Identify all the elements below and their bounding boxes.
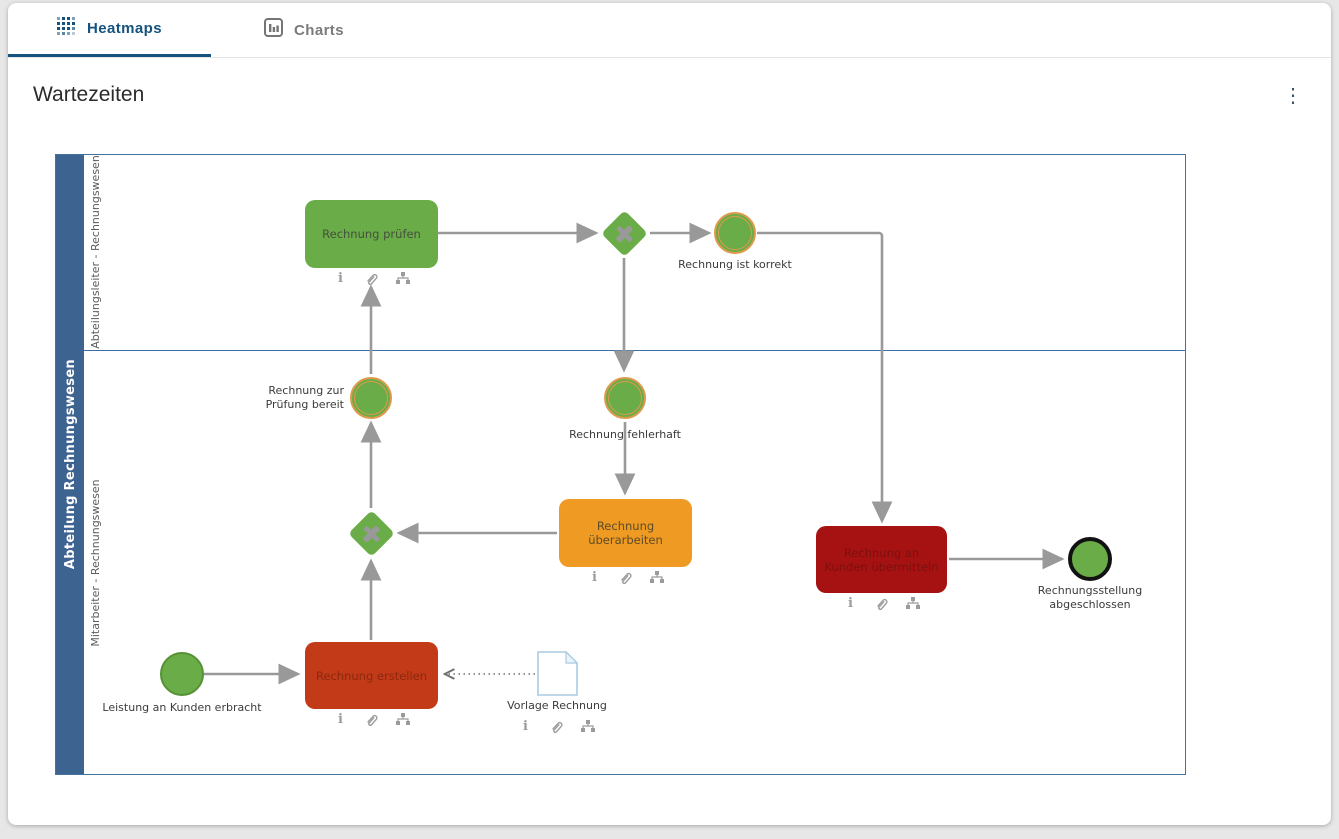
hierarchy-icon[interactable] xyxy=(395,713,410,727)
task-erstellen-icon-row: i xyxy=(305,712,438,727)
task-label: Rechnung prüfen xyxy=(322,227,421,241)
attachment-icon[interactable] xyxy=(619,571,633,585)
gateway-exclusive-top[interactable] xyxy=(600,209,648,257)
event-label: Rechnungsstellung abgeschlossen xyxy=(1037,584,1143,611)
task-label: Rechnung überarbeiten xyxy=(588,519,663,547)
task-rechnung-ueberarbeiten[interactable]: Rechnung überarbeiten xyxy=(559,499,692,567)
tab-heatmaps[interactable]: Heatmaps xyxy=(8,3,211,57)
info-icon[interactable]: i xyxy=(338,271,343,286)
task-rechnung-pruefen[interactable]: Rechnung prüfen xyxy=(305,200,438,268)
gateway-exclusive-bottom[interactable] xyxy=(347,509,395,557)
hierarchy-icon[interactable] xyxy=(395,272,410,286)
task-uebermitteln-icon-row: i xyxy=(816,596,947,611)
task-rechnung-erstellen[interactable]: Rechnung erstellen xyxy=(305,642,438,709)
task-pruefen-icon-row: i xyxy=(305,271,438,286)
event-rechnung-zur-pruefung-bereit[interactable] xyxy=(350,377,392,419)
event-rechnung-fehlerhaft[interactable] xyxy=(604,377,646,419)
hierarchy-icon[interactable] xyxy=(580,720,595,734)
tab-bar: Heatmaps Charts xyxy=(8,3,1331,58)
attachment-icon[interactable] xyxy=(875,597,889,611)
attachment-icon[interactable] xyxy=(365,272,379,286)
task-label: Rechnung erstellen xyxy=(315,668,428,683)
hierarchy-icon[interactable] xyxy=(905,597,920,611)
event-label: Rechnung zur Prüfung bereit xyxy=(265,384,344,411)
hierarchy-icon[interactable] xyxy=(649,571,664,585)
info-icon[interactable]: i xyxy=(523,719,528,734)
event-label: Rechnung fehlerhaft xyxy=(569,428,681,441)
content-card: Heatmaps Charts Wartezeiten ⋮ Abteilung … xyxy=(8,3,1331,825)
tab-charts-label: Charts xyxy=(294,21,344,39)
heatmap-grid-icon xyxy=(57,16,76,41)
attachment-icon[interactable] xyxy=(365,713,379,727)
event-rechnung-ist-korrekt[interactable] xyxy=(714,212,756,254)
attachment-icon[interactable] xyxy=(550,720,564,734)
event-label: Leistung an Kunden erbracht xyxy=(102,701,262,714)
tab-charts[interactable]: Charts xyxy=(211,3,397,57)
tab-heatmaps-label: Heatmaps xyxy=(87,20,162,37)
data-object-icon-row: i xyxy=(490,719,623,734)
pool-header: Abteilung Rechnungswesen xyxy=(56,155,84,774)
event-start-leistung-erbracht[interactable] xyxy=(160,652,204,696)
info-icon[interactable]: i xyxy=(848,596,853,611)
info-icon[interactable]: i xyxy=(592,570,597,585)
event-end-rechnungsstellung[interactable] xyxy=(1068,537,1112,581)
kebab-menu-icon[interactable]: ⋮ xyxy=(1283,84,1303,107)
info-icon[interactable]: i xyxy=(338,712,343,727)
page-title: Wartezeiten xyxy=(33,83,145,106)
event-label: Rechnung ist korrekt xyxy=(678,258,792,271)
task-rechnung-uebermitteln[interactable]: Rechnung an Kunden übermitteln xyxy=(816,526,947,593)
task-label: Rechnung an Kunden übermitteln xyxy=(824,545,939,574)
bar-chart-icon xyxy=(264,18,284,42)
data-object-label: Vorlage Rechnung xyxy=(507,699,607,712)
task-ueberarbeiten-icon-row: i xyxy=(559,570,692,585)
lane-divider xyxy=(84,350,1185,351)
sequence-flow-connectors xyxy=(204,222,1065,685)
data-object-vorlage-rechnung[interactable] xyxy=(537,651,578,696)
bpmn-heatmap-diagram: Abteilung Rechnungswesen Abteilungsleite… xyxy=(55,154,1186,775)
